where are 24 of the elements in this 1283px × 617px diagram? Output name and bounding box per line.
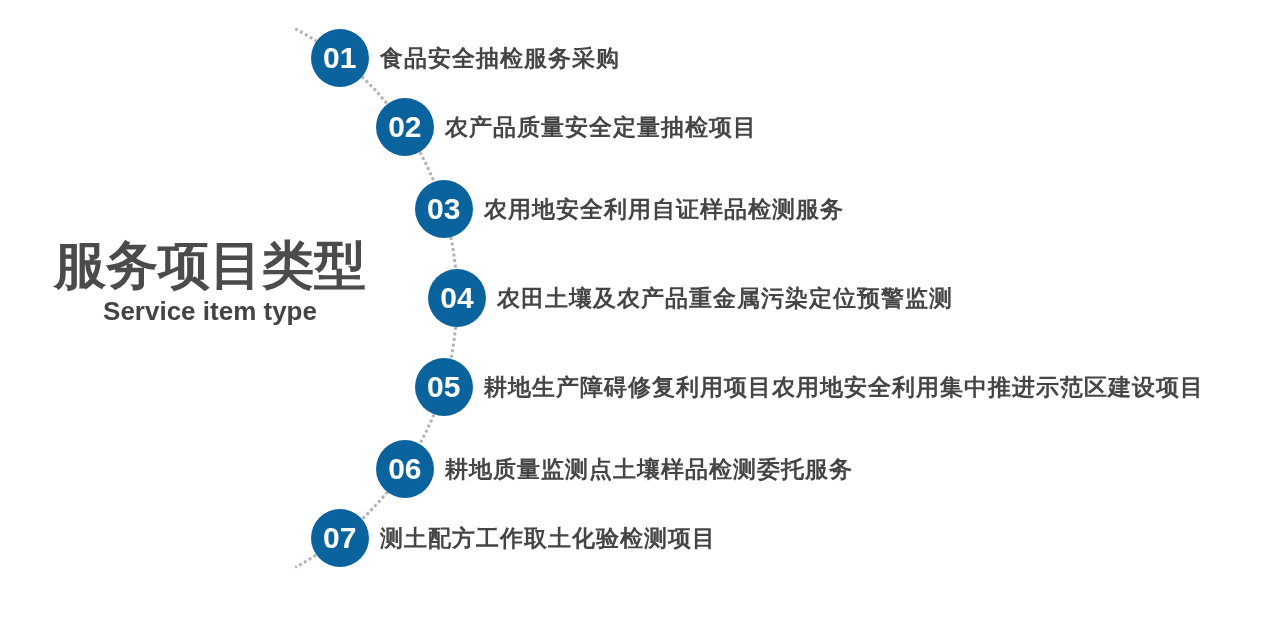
item-label: 食品安全抽检服务采购 — [379, 43, 620, 73]
item-label: 耕地生产障碍修复利用项目农用地安全利用集中推进示范区建设项目 — [483, 373, 1204, 403]
number-circle: 01 — [310, 28, 369, 87]
subtitle-text: Service item type — [103, 296, 317, 327]
dotted-connector — [418, 413, 436, 445]
number-circle: 06 — [375, 439, 434, 498]
item-label: 耕地质量监测点土壤样品检测委托服务 — [444, 454, 853, 484]
dotted-connector — [418, 151, 436, 183]
dotted-connector — [360, 75, 389, 106]
dotted-connector — [360, 490, 389, 521]
number-circle: 03 — [414, 179, 473, 238]
dotted-connector — [449, 326, 458, 360]
number-circle: 02 — [375, 98, 434, 157]
item-label: 农产品质量安全定量抽检项目 — [444, 113, 757, 143]
item-label: 农用地安全利用自证样品检测服务 — [483, 194, 844, 224]
dotted-connector — [294, 553, 317, 569]
item-label: 测土配方工作取土化验检测项目 — [379, 524, 716, 554]
item-label: 农田土壤及农产品重金属污染定位预警监测 — [497, 284, 953, 313]
dotted-connector — [449, 236, 458, 270]
number-circle: 07 — [310, 509, 369, 568]
number-circle: 05 — [414, 358, 473, 417]
title-heading: 服务项目类型 — [54, 235, 366, 296]
dotted-connector — [294, 27, 317, 43]
number-circle: 04 — [428, 269, 486, 327]
